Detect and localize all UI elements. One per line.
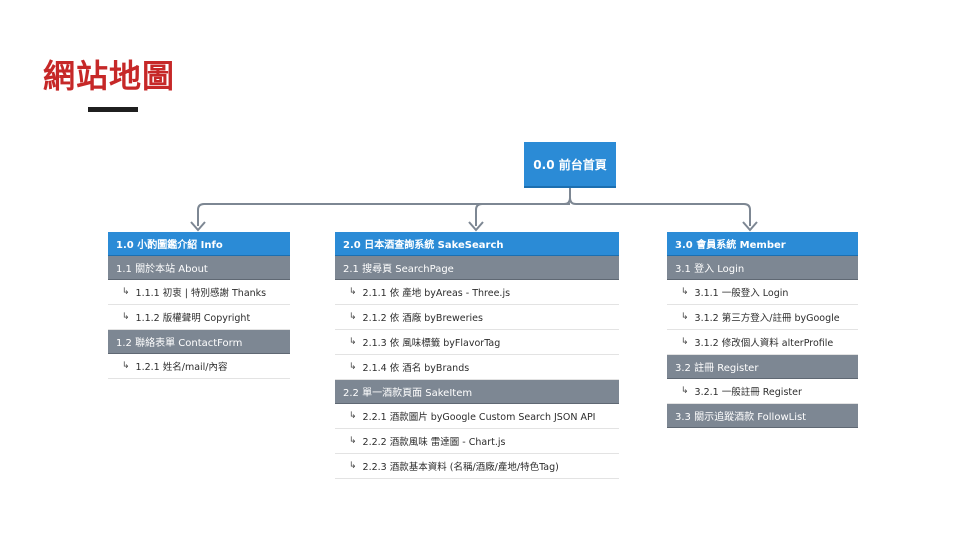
item-label: 2.1.1 依 產地 byAreas - Three.js — [362, 288, 511, 299]
item-label: 3.1.2 第三方登入/註冊 byGoogle — [694, 313, 840, 324]
column-header: 1.0 小酌圖鑑介紹 Info — [108, 232, 290, 256]
connector-to-col-2 — [475, 203, 570, 226]
sub-arrow-icon: ↳ — [681, 287, 689, 297]
item-row: ↳ 2.1.2 依 酒廠 byBreweries — [335, 305, 619, 330]
column-info: 1.0 小酌圖鑑介紹 Info 1.1 關於本站 About ↳ 1.1.1 初衷 … — [108, 232, 290, 379]
item-label: 2.1.2 依 酒廠 byBreweries — [362, 313, 483, 324]
item-row: ↳ 2.2.2 酒款風味 雷達圖 - Chart.js — [335, 429, 619, 454]
column-header: 3.0 會員系統 Member — [667, 232, 858, 256]
sub-arrow-icon: ↳ — [122, 287, 130, 297]
section-row: 2.2 單一酒款頁面 SakeItem — [335, 380, 619, 404]
sub-arrow-icon: ↳ — [122, 361, 130, 371]
connector-to-col-1 — [197, 186, 571, 226]
section-row: 3.2 註冊 Register — [667, 355, 858, 379]
sub-arrow-icon: ↳ — [349, 312, 357, 322]
column-header: 2.0 日本酒查詢系統 SakeSearch — [335, 232, 619, 256]
item-row: ↳ 3.1.1 一般登入 Login — [667, 280, 858, 305]
item-row: ↳ 3.1.2 修改個人資料 alterProfile — [667, 330, 858, 355]
sub-arrow-icon: ↳ — [681, 386, 689, 396]
root-node-homepage: 0.0 前台首頁 — [524, 142, 616, 188]
item-row: ↳ 2.1.1 依 產地 byAreas - Three.js — [335, 280, 619, 305]
item-label: 2.2.3 酒款基本資料 (名稱/酒廠/產地/特色Tag) — [362, 462, 559, 473]
item-label: 1.1.2 版權聲明 Copyright — [135, 313, 251, 324]
column-rows: 3.1 登入 Login ↳ 3.1.1 一般登入 Login ↳ 3.1.2 第三方登… — [667, 256, 858, 428]
item-row: ↳ 1.1.2 版權聲明 Copyright — [108, 305, 290, 330]
section-label: 3.1 登入 Login — [675, 264, 745, 275]
item-row: ↳ 1.1.1 初衷 | 特別感謝 Thanks — [108, 280, 290, 305]
item-label: 3.2.1 一般註冊 Register — [694, 387, 802, 398]
item-label: 1.1.1 初衷 | 特別感謝 Thanks — [135, 288, 267, 299]
item-label: 1.2.1 姓名/mail/內容 — [135, 362, 228, 373]
section-row: 3.3 關示追蹤酒款 FollowList — [667, 404, 858, 428]
section-row: 2.1 搜尋頁 SearchPage — [335, 256, 619, 280]
section-label: 1.1 關於本站 About — [116, 264, 208, 275]
page-title: 網站地圖 — [43, 57, 176, 95]
section-label: 2.2 單一酒款頁面 SakeItem — [343, 388, 473, 399]
section-row: 3.1 登入 Login — [667, 256, 858, 280]
sub-arrow-icon: ↳ — [349, 411, 357, 421]
column-sakesearch: 2.0 日本酒查詢系統 SakeSearch 2.1 搜尋頁 SearchPag… — [335, 232, 619, 479]
item-row: ↳ 2.2.3 酒款基本資料 (名稱/酒廠/產地/特色Tag) — [335, 454, 619, 479]
item-label: 2.1.3 依 風味標籤 byFlavorTag — [362, 338, 501, 349]
section-label: 3.3 關示追蹤酒款 FollowList — [675, 412, 807, 423]
item-row: ↳ 3.1.2 第三方登入/註冊 byGoogle — [667, 305, 858, 330]
sub-arrow-icon: ↳ — [349, 461, 357, 471]
item-label: 2.2.1 酒款圖片 byGoogle Custom Search JSON A… — [362, 412, 596, 423]
title-underline — [88, 107, 138, 112]
column-rows: 1.1 關於本站 About ↳ 1.1.1 初衷 | 特別感謝 Thanks ↳ 1.… — [108, 256, 290, 379]
connector-to-col-3 — [569, 186, 751, 226]
item-label: 3.1.2 修改個人資料 alterProfile — [694, 338, 834, 349]
item-row: ↳ 2.1.3 依 風味標籤 byFlavorTag — [335, 330, 619, 355]
sub-arrow-icon: ↳ — [122, 312, 130, 322]
item-row: ↳ 1.2.1 姓名/mail/內容 — [108, 354, 290, 379]
arrow-head-col-3 — [742, 221, 758, 232]
arrow-head-col-2 — [468, 221, 484, 232]
sub-arrow-icon: ↳ — [349, 362, 357, 372]
sub-arrow-icon: ↳ — [349, 337, 357, 347]
sub-arrow-icon: ↳ — [349, 436, 357, 446]
item-row: ↳ 2.1.4 依 酒名 byBrands — [335, 355, 619, 380]
item-label: 2.1.4 依 酒名 byBrands — [362, 363, 470, 374]
column-member: 3.0 會員系統 Member 3.1 登入 Login ↳ 3.1.1 一般登入 … — [667, 232, 858, 428]
section-row: 1.1 關於本站 About — [108, 256, 290, 280]
item-row: ↳ 2.2.1 酒款圖片 byGoogle Custom Search JSON … — [335, 404, 619, 429]
sub-arrow-icon: ↳ — [681, 312, 689, 322]
section-row: 1.2 聯絡表單 ContactForm — [108, 330, 290, 354]
section-label: 3.2 註冊 Register — [675, 363, 759, 374]
item-label: 3.1.1 一般登入 Login — [694, 288, 789, 299]
arrow-head-col-1 — [190, 221, 206, 232]
sub-arrow-icon: ↳ — [681, 337, 689, 347]
sub-arrow-icon: ↳ — [349, 287, 357, 297]
item-row: ↳ 3.2.1 一般註冊 Register — [667, 379, 858, 404]
section-label: 2.1 搜尋頁 SearchPage — [343, 264, 454, 275]
section-label: 1.2 聯絡表單 ContactForm — [116, 338, 243, 349]
column-rows: 2.1 搜尋頁 SearchPage ↳ 2.1.1 依 產地 byAreas - … — [335, 256, 619, 479]
item-label: 2.2.2 酒款風味 雷達圖 - Chart.js — [362, 437, 506, 448]
